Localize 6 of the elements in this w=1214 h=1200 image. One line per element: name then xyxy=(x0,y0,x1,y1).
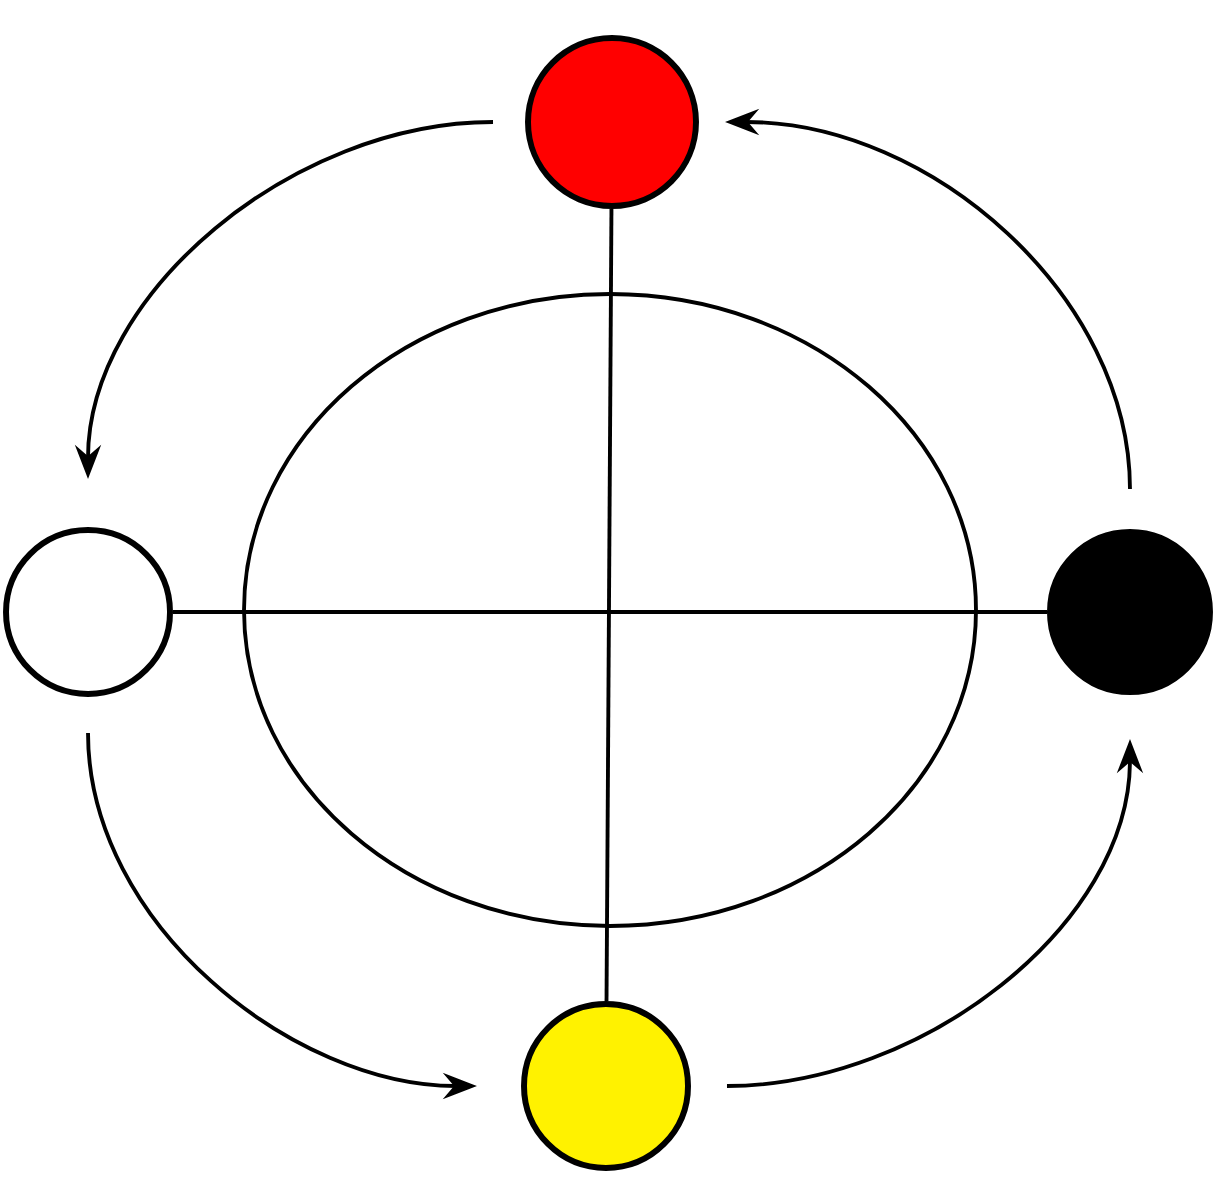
circle-node xyxy=(3,527,173,697)
circle-node xyxy=(525,35,699,209)
connector-line xyxy=(173,610,1047,614)
circle-node xyxy=(1047,529,1213,695)
circle-node xyxy=(521,1001,691,1171)
connector-line xyxy=(604,208,614,1001)
